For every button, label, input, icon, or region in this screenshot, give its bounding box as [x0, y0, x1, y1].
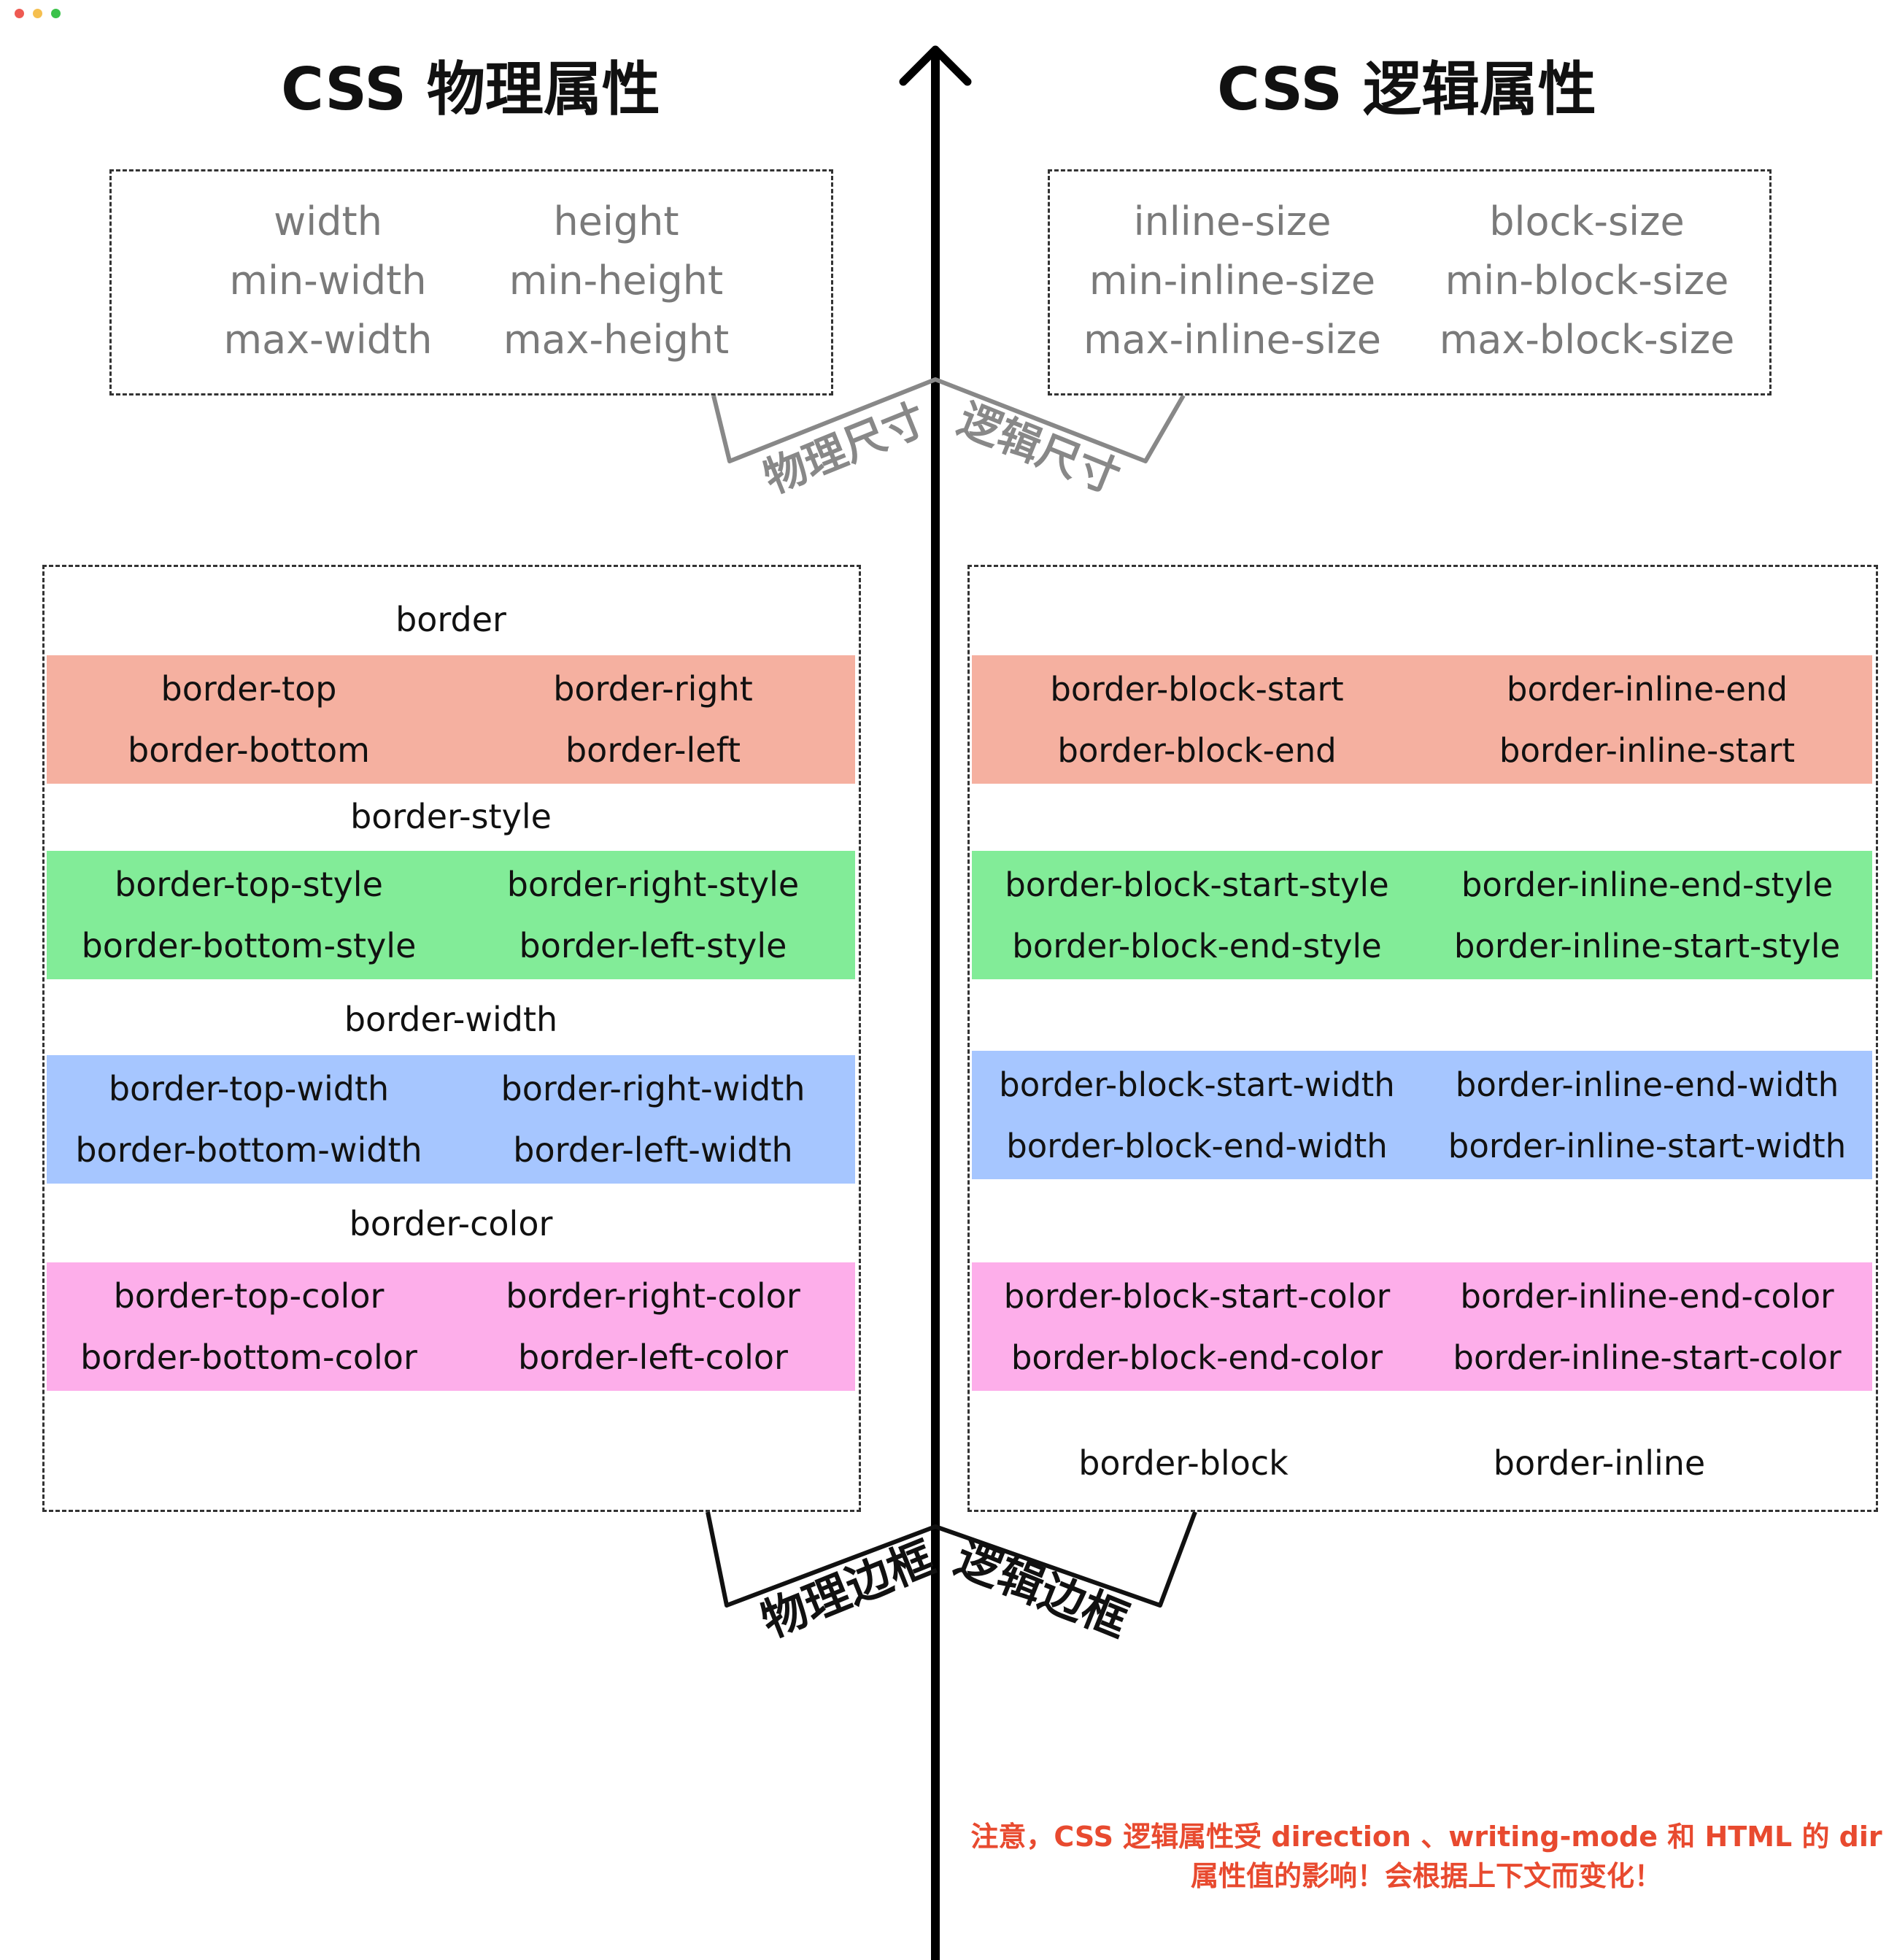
property-item: border-top-color	[113, 1276, 385, 1316]
size-item: max-inline-size	[1083, 317, 1381, 363]
size-item: min-width	[229, 258, 427, 304]
property-item: border-left	[565, 730, 741, 770]
physical-size-list: width height min-width min-height max-wi…	[184, 198, 760, 363]
size-item: max-block-size	[1439, 317, 1735, 363]
property-item: border-inline-start-width	[1448, 1126, 1847, 1165]
property-item: border-block-end-width	[1006, 1126, 1388, 1165]
logical-size-list: inline-size block-size min-inline-size m…	[1055, 198, 1764, 363]
property-item: border-right-style	[506, 865, 800, 904]
warning-note: 注意，CSS 逻辑属性受 direction 、writing-mode 和 H…	[970, 1817, 1882, 1896]
physical-style-band: border-top-style border-right-style bord…	[47, 851, 855, 979]
property-item: border-left-style	[519, 926, 787, 965]
size-item: width	[274, 198, 382, 244]
border-width-title: border-width	[344, 1000, 558, 1039]
property-item: border-left-color	[518, 1338, 788, 1377]
property-item: border-right	[553, 669, 753, 709]
physical-width-band: border-top-width border-right-width bord…	[47, 1055, 855, 1184]
physical-sides-band: border-top border-right border-bottom bo…	[47, 655, 855, 784]
property-item: border-top	[161, 669, 337, 709]
property-item: border-block-start-color	[1003, 1276, 1391, 1316]
logical-style-band: border-block-start-style border-inline-e…	[972, 851, 1872, 979]
border-shorthand: border	[395, 600, 506, 639]
property-item: border-block-start	[1050, 669, 1344, 709]
property-item: border-bottom-width	[75, 1130, 422, 1170]
physical-border-box	[42, 565, 861, 1512]
size-item: height	[553, 198, 679, 244]
window-controls	[15, 9, 61, 18]
border-inline-shorthand: border-inline	[1493, 1443, 1706, 1483]
property-item: border-inline-end-color	[1460, 1276, 1834, 1316]
physical-color-band: border-top-color border-right-color bord…	[47, 1262, 855, 1391]
property-item: border-bottom-color	[80, 1338, 417, 1377]
property-item: border-bottom-style	[81, 926, 417, 965]
close-dot-icon[interactable]	[15, 9, 24, 18]
property-item: border-block-end	[1057, 730, 1337, 770]
axis-arrow-icon	[899, 45, 972, 86]
property-item: border-right-color	[506, 1276, 800, 1316]
note-line: 属性值的影响！会根据上下文而变化！	[1190, 1860, 1662, 1892]
logical-border-box	[967, 565, 1878, 1512]
property-item: border-inline-start-style	[1453, 926, 1841, 965]
size-item: block-size	[1489, 198, 1685, 244]
logical-color-band: border-block-start-color border-inline-e…	[972, 1262, 1872, 1391]
border-block-shorthand: border-block	[1078, 1443, 1289, 1483]
size-item: min-block-size	[1445, 258, 1729, 304]
property-item: border-block-end-style	[1012, 926, 1382, 965]
physical-heading: CSS 物理属性	[281, 55, 660, 123]
property-item: border-right-width	[501, 1069, 805, 1108]
size-item: max-width	[223, 317, 433, 363]
property-item: border-block-end-color	[1011, 1338, 1383, 1377]
property-item: border-inline-end	[1506, 669, 1788, 709]
property-item: border-bottom	[128, 730, 370, 770]
property-item: border-top-style	[115, 865, 383, 904]
size-item: max-height	[503, 317, 730, 363]
logical-size-box	[1048, 169, 1772, 396]
property-item: border-inline-start	[1499, 730, 1796, 770]
border-color-title: border-color	[349, 1204, 553, 1243]
size-bracket	[711, 377, 1186, 463]
logical-heading: CSS 逻辑属性	[1217, 55, 1596, 123]
size-item: min-inline-size	[1089, 258, 1376, 304]
minimize-dot-icon[interactable]	[33, 9, 42, 18]
note-line: 注意，CSS 逻辑属性受 direction 、writing-mode 和 H…	[970, 1821, 1882, 1853]
size-item: inline-size	[1133, 198, 1332, 244]
logical-width-band: border-block-start-width border-inline-e…	[972, 1051, 1872, 1179]
property-item: border-top-width	[108, 1069, 390, 1108]
property-item: border-inline-start-color	[1453, 1338, 1842, 1377]
border-bracket	[706, 1510, 1197, 1608]
border-style-title: border-style	[350, 797, 552, 836]
logical-sides-band: border-block-start border-inline-end bor…	[972, 655, 1872, 784]
property-item: border-block-start-width	[999, 1065, 1395, 1104]
property-item: border-block-start-style	[1005, 865, 1389, 904]
physical-size-box	[109, 169, 833, 396]
size-item: min-height	[509, 258, 724, 304]
maximize-dot-icon[interactable]	[51, 9, 61, 18]
property-item: border-inline-end-style	[1461, 865, 1834, 904]
property-item: border-left-width	[513, 1130, 793, 1170]
property-item: border-inline-end-width	[1455, 1065, 1839, 1104]
